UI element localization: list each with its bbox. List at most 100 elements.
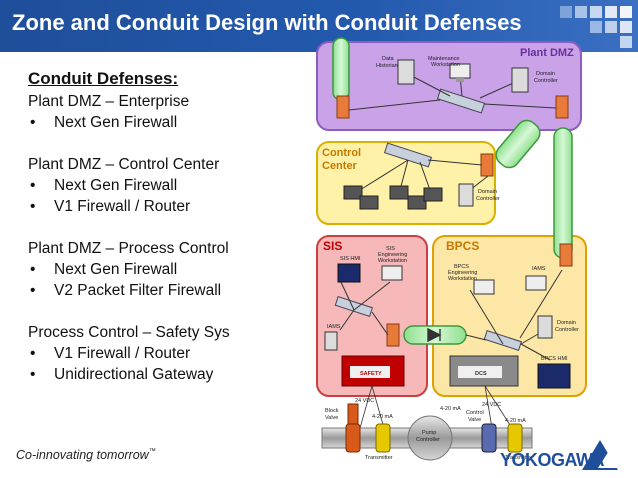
bpcs-eng-label: Engineering [448,270,477,276]
bpcs-hmi-panel [537,363,571,389]
sis-eng-label: SIS [386,246,395,252]
control-center-label: Control Center [322,147,364,172]
bpcs-eng-label: Workstation [448,276,477,282]
decorative-square [590,21,602,33]
tagline-text: Co-innovating tomorrow [16,448,149,462]
control-valve-label: Control [466,410,484,416]
control-valve [481,423,497,453]
firewall-icon [336,95,350,119]
network-link [359,159,489,191]
network-switch [383,142,433,168]
defense-item: Next Gen Firewall [28,112,313,133]
maintenance-workstation: Maintenance Workstation [428,56,471,82]
sis-hmi-label: SIS HMI [340,256,361,262]
network-switch [334,296,373,317]
diode-icon [427,327,442,343]
dcs-label: DCS [475,371,487,377]
decorative-square [560,6,572,18]
defense-item: Next Gen Firewall [28,259,313,280]
transmitter-label: Transmitter [365,455,393,461]
maintenance-workstation-label: Maintenance [428,56,460,62]
server-icon [397,59,415,85]
bpcs-hmi-label: BPCS HMI [541,356,568,362]
defense-group: Plant DMZ – Enterprise Next Gen Firewall [28,91,313,133]
safety-label: SAFETY [360,371,382,377]
defense-item: Unidirectional Gateway [28,364,313,385]
trademark: ™ [148,448,156,455]
conduit-enterprise [332,37,350,101]
defense-item: Next Gen Firewall [28,175,313,196]
firewall-icon [559,243,573,267]
bpcs-engineering-workstation: BPCS Engineering Workstation [448,264,495,295]
network-link [339,279,391,336]
defense-item: V1 Firewall / Router [28,196,313,217]
server-icon [458,183,474,207]
transmitter [375,423,391,453]
network-links [339,74,563,361]
transmitter-label: Transmitter [505,455,533,461]
maintenance-workstation-label: Workstation [431,62,460,68]
wire [359,385,373,429]
pump-controller-label: Controller [416,437,440,443]
control-center-label-text: Control [322,147,361,159]
sis-hmi: SIS HMI [337,256,361,283]
transmitter [507,423,523,453]
domain-controller-label: Domain [557,320,576,326]
ma-label: 4-20 mA [372,414,393,420]
defense-group-name: Process Control – Safety Sys [28,324,230,341]
plant-dmz-zone [316,41,582,131]
vdc-label: 24 VDC [482,402,501,408]
conduit-defenses-list: Conduit Defenses: Plant DMZ – Enterprise… [28,68,313,406]
iams-label: IAMS [327,324,341,330]
monitor-icon [423,187,443,202]
bpcs-eng-label: BPCS [454,264,469,270]
vdc-label: 24 VDC [355,398,374,404]
firewall-icon [480,153,494,177]
decorative-square [575,6,587,18]
server-icon [511,67,529,93]
conduit-dmz-to-control-center [495,119,541,169]
block-valve-label: Block [325,408,339,414]
decorative-square [620,21,632,33]
ma-label: 4-20 mA [505,418,526,424]
defense-item: V2 Packet Filter Firewall [28,280,313,301]
monitor-icon [343,185,363,200]
iams-server-icon [324,331,338,351]
block-valve-actuator [347,403,359,425]
decorative-square [590,6,602,18]
decorative-square [620,6,632,18]
defense-item: V1 Firewall / Router [28,343,313,364]
wire [484,385,493,429]
brand-name: YOKOGAWA [500,450,605,470]
iams-label: IAMS [532,266,546,272]
wire [371,385,385,429]
yokogawa-logo: YOKOGAWA [500,440,626,470]
domain-controller-label: Domain [536,71,555,77]
network-link [348,74,557,111]
conduit-dmz-to-process-control [553,127,573,259]
defense-group-name: Plant DMZ – Process Control [28,240,229,257]
data-historian: Data Historian [376,56,415,85]
control-center-label-text: Center [322,160,358,172]
sis-eng-label: Engineering [378,252,407,258]
bpcs-label: BPCS [446,239,479,253]
defense-group: Process Control – Safety Sys V1 Firewall… [28,322,313,385]
control-valve-label: Valve [468,417,481,423]
ma-label: 4-20 mA [440,406,461,412]
logo-triangle [598,446,626,468]
pump [407,415,453,461]
block-valve-label: Valve [325,415,338,421]
sis-label: SIS [323,239,342,253]
monitor-icon [389,185,409,200]
defense-group: Plant DMZ – Process Control Next Gen Fir… [28,238,313,301]
monitor-icon [473,279,495,295]
dcs-controller-face [458,366,502,378]
monitor-stand [456,78,464,82]
iams-monitor-icon [525,275,547,291]
defense-group: Plant DMZ – Control Center Next Gen Fire… [28,154,313,217]
monitor-icon [359,195,379,210]
firewall-icon [386,323,400,347]
decorative-square [620,36,632,48]
server-icon [537,315,553,339]
defenses-heading: Conduit Defenses: [28,69,179,88]
